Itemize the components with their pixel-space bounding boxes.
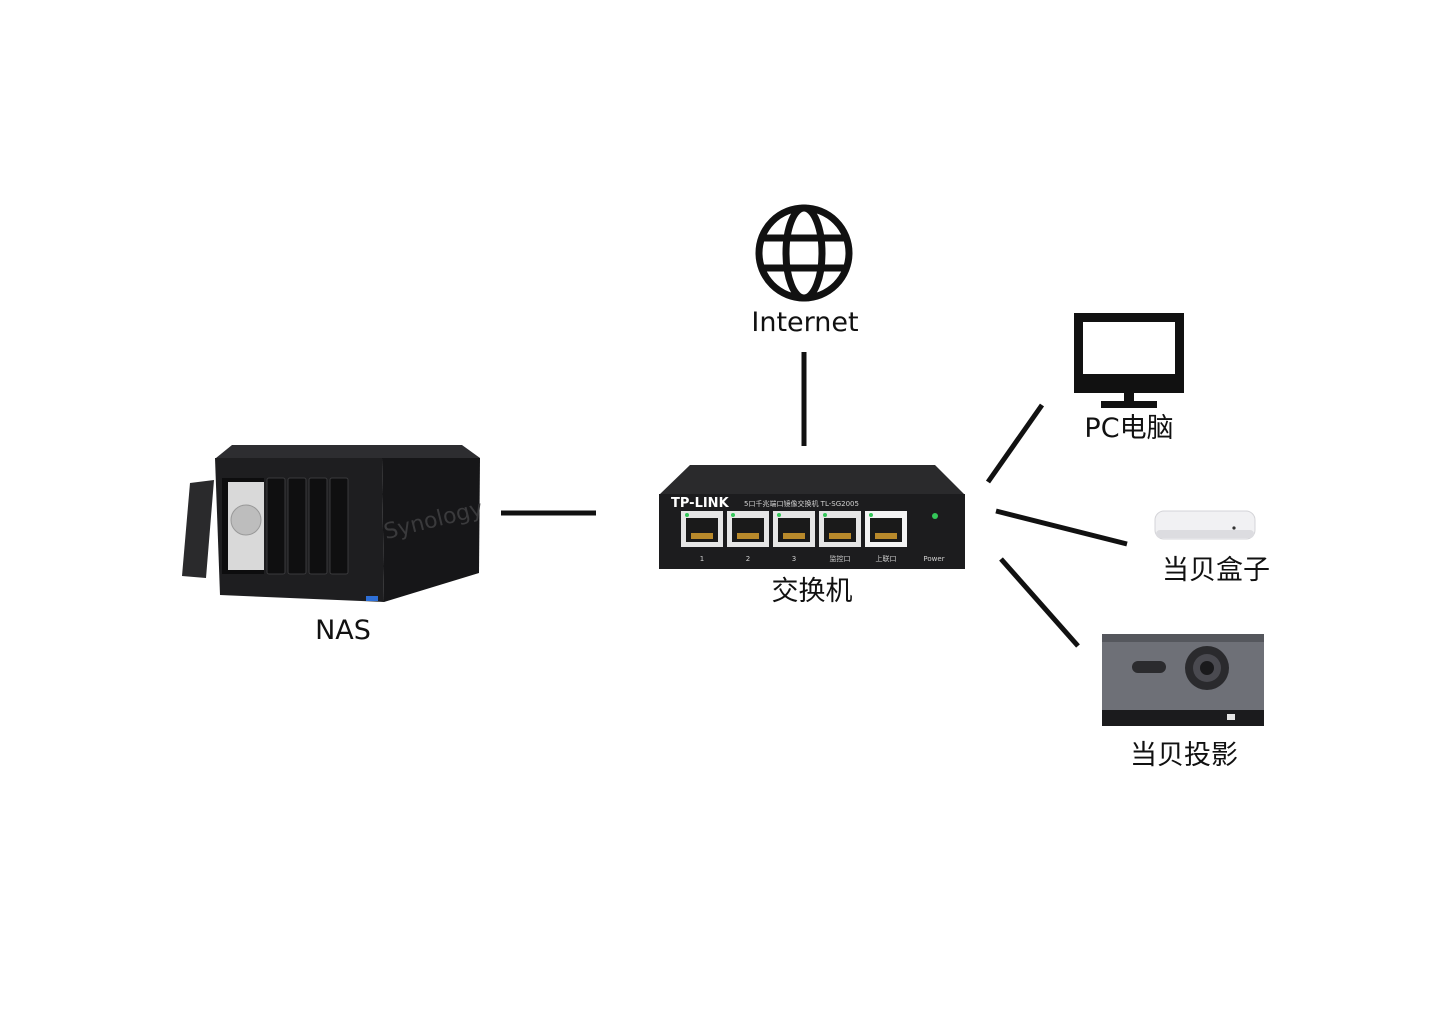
switch-ports: 1 2 3 监控口 上联口 bbox=[681, 511, 907, 563]
switch-model-text: 5口千兆端口镜像交换机 TL-SG2005 bbox=[744, 499, 859, 508]
switch-label: 交换机 bbox=[771, 576, 853, 607]
edge-switch-box bbox=[995, 508, 1128, 547]
power-led bbox=[932, 513, 938, 519]
monitor-icon bbox=[1074, 313, 1184, 408]
switch-port: 1 bbox=[681, 511, 723, 563]
dangbei-box-label: 当贝盒子 bbox=[1162, 555, 1270, 586]
internet-label: Internet bbox=[751, 307, 859, 338]
nas-label: NAS bbox=[315, 615, 371, 646]
globe-icon bbox=[755, 204, 853, 302]
switch-power-label: Power bbox=[923, 555, 944, 563]
switch-port-label: 2 bbox=[746, 555, 750, 563]
switch-port-label: 监控口 bbox=[830, 554, 851, 563]
switch-port: 3 bbox=[773, 511, 815, 563]
switch-port-label: 上联口 bbox=[876, 554, 897, 563]
edge-switch-pc bbox=[985, 403, 1045, 484]
switch-port: 上联口 bbox=[865, 511, 907, 563]
nas-device: Synology bbox=[182, 445, 485, 602]
switch-port-label: 1 bbox=[700, 555, 704, 563]
switch-port-label: 3 bbox=[792, 555, 796, 563]
dangbei-box-device bbox=[1154, 510, 1256, 540]
pc-label: PC电脑 bbox=[1084, 413, 1174, 444]
dangbei-projector-label: 当贝投影 bbox=[1130, 740, 1238, 771]
switch-port: 监控口 bbox=[819, 511, 861, 563]
dangbei-projector-device bbox=[1102, 634, 1264, 726]
switch-brand-text: TP-LINK bbox=[671, 496, 730, 511]
edge-switch-projector bbox=[999, 557, 1080, 648]
switch-port: 2 bbox=[727, 511, 769, 563]
connections bbox=[501, 352, 1128, 648]
